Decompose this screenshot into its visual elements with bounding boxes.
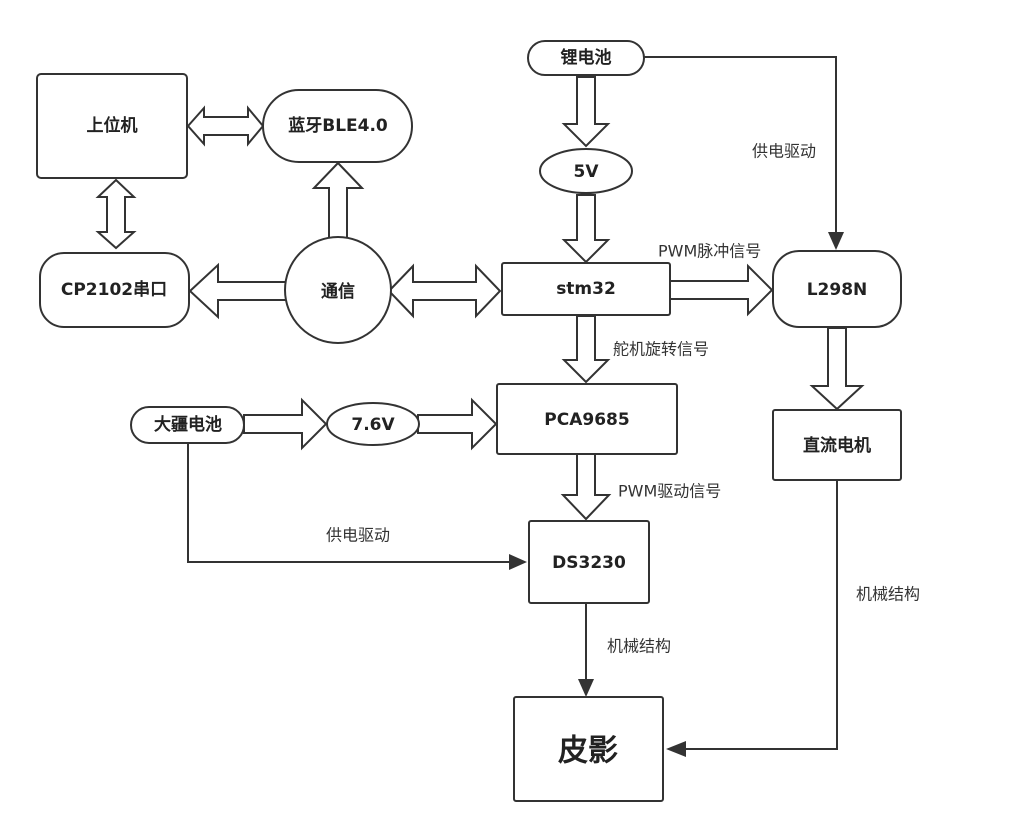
svg-text:7.6V: 7.6V [351,415,395,435]
svg-text:L298N: L298N [807,280,868,300]
svg-text:stm32: stm32 [556,279,616,299]
edge-label-mech-ds3230: 机械结构 [607,637,671,656]
svg-text:直流电机: 直流电机 [803,435,871,456]
arrow-dajiang-76v [243,397,328,451]
node-bluetooth: 蓝牙BLE4.0 [262,89,413,163]
line-motor-puppet [682,480,838,750]
arrow-comm-bluetooth [311,161,365,239]
node-dc-motor: 直流电机 [772,409,902,481]
node-ds3230: DS3230 [528,520,650,604]
arrow-76v-pca9685 [417,397,498,451]
edge-label-power-ds3230: 供电驱动 [326,526,390,545]
node-dajiang-battery: 大疆电池 [130,406,245,444]
svg-text:PCA9685: PCA9685 [544,410,629,430]
svg-text:蓝牙BLE4.0: 蓝牙BLE4.0 [288,116,388,136]
line-battery-l298n [644,56,837,236]
node-stm32: stm32 [501,262,671,316]
arrow-host-bluetooth [186,105,265,147]
svg-text:皮影: 皮影 [558,734,618,769]
svg-text:通信: 通信 [321,281,355,302]
edge-label-mech-motor: 机械结构 [856,585,920,604]
node-5v: 5V [539,148,633,194]
edge-label-servo-rotation: 舵机旋转信号 [613,340,709,359]
svg-text:CP2102串口: CP2102串口 [61,279,167,300]
svg-text:上位机: 上位机 [87,115,138,136]
node-host-pc: 上位机 [36,73,188,179]
arrow-stm32-pca9685 [561,315,611,384]
arrow-l298n-motor [809,327,865,411]
node-li-battery: 锂电池 [527,40,645,76]
arrowhead-puppet-right [666,741,686,757]
edge-label-pwm-drive: PWM驱动信号 [618,482,721,501]
line-dajiang-ds3230 [187,443,513,563]
node-l298n: L298N [772,250,902,328]
arrow-pca9685-ds3230 [560,453,612,521]
arrow-battery-5v [561,76,611,148]
arrowhead-l298n [828,232,844,250]
node-7-6v: 7.6V [326,402,420,446]
arrow-comm-stm32 [387,263,502,319]
svg-text:锂电池: 锂电池 [561,47,612,68]
edge-label-power-l298n: 供电驱动 [752,142,816,161]
node-cp2102-serial: CP2102串口 [39,252,190,328]
arrow-comm-serial [188,262,288,320]
arrowhead-ds3230 [509,554,527,570]
svg-text:DS3230: DS3230 [552,553,626,573]
node-comm: 通信 [284,236,392,344]
arrowhead-puppet-top [578,679,594,697]
node-shadow-puppet: 皮影 [513,696,664,802]
svg-text:大疆电池: 大疆电池 [154,414,222,435]
svg-text:5V: 5V [574,162,600,182]
edge-label-pwm-pulse: PWM脉冲信号 [658,242,761,261]
node-pca9685: PCA9685 [496,383,678,455]
arrow-5v-stm32 [561,194,611,264]
arrow-host-serial [95,178,137,250]
arrow-stm32-l298n [669,263,774,317]
